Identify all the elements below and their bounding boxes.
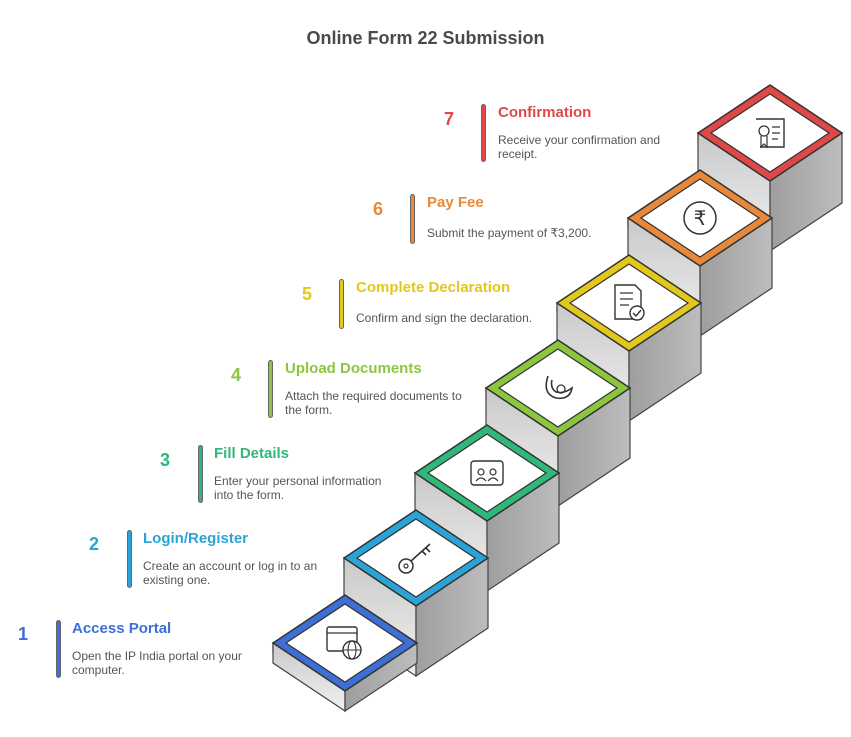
step-description: Receive your confirmation and receipt. bbox=[498, 133, 661, 161]
step-top-1 bbox=[271, 594, 419, 692]
step-accent-bar bbox=[198, 445, 203, 503]
step-description: Submit the payment of ₹3,200. bbox=[427, 226, 592, 240]
step-title: Complete Declaration bbox=[356, 279, 511, 296]
step-description: Confirm and sign the declaration. bbox=[356, 311, 533, 325]
step-number: 1 bbox=[17, 624, 28, 644]
step-title: Fill Details bbox=[214, 445, 290, 462]
step-accent-bar bbox=[56, 620, 61, 678]
rupee-icon: ₹ bbox=[683, 201, 717, 235]
step-number: 6 bbox=[372, 199, 383, 219]
step-top-7 bbox=[696, 84, 844, 182]
stair-tops bbox=[271, 84, 844, 692]
step-title: Confirmation bbox=[498, 104, 592, 121]
step-title: Pay Fee bbox=[427, 194, 484, 211]
step-top-3 bbox=[413, 424, 561, 522]
step-number: 2 bbox=[88, 534, 99, 554]
key-icon bbox=[398, 543, 431, 574]
step-description: Open the IP India portal on your compute… bbox=[72, 649, 242, 677]
stair-icons: ₹ bbox=[326, 118, 785, 660]
step-description: Attach the required documents to the for… bbox=[285, 389, 462, 417]
browser-globe-icon bbox=[326, 626, 362, 660]
step-number: 7 bbox=[443, 109, 454, 129]
attachment-icon bbox=[545, 375, 574, 400]
step-accent-bar bbox=[339, 279, 344, 329]
svg-text:₹: ₹ bbox=[694, 206, 707, 230]
step-top-4 bbox=[484, 339, 632, 437]
step-accent-bar bbox=[481, 104, 486, 162]
step-title: Login/Register bbox=[143, 530, 249, 547]
page-title: Online Form 22 Submission bbox=[306, 28, 545, 48]
step-number: 4 bbox=[230, 365, 241, 385]
step-description: Create an account or log in to an existi… bbox=[143, 559, 318, 587]
step-number: 5 bbox=[301, 284, 312, 304]
step-description: Enter your personal information into the… bbox=[214, 474, 382, 502]
certificate-icon bbox=[756, 118, 785, 149]
step-title: Upload Documents bbox=[285, 360, 422, 377]
step-accent-bar bbox=[127, 530, 132, 588]
user-info-icon bbox=[470, 460, 504, 486]
step-title: Access Portal bbox=[72, 620, 172, 637]
step-top-5 bbox=[555, 254, 703, 352]
document-check-icon bbox=[614, 284, 645, 321]
step-number: 3 bbox=[159, 450, 170, 470]
step-accent-bar bbox=[268, 360, 273, 418]
step-top-6 bbox=[626, 169, 774, 267]
step-top-2 bbox=[342, 509, 490, 607]
step-accent-bar bbox=[410, 194, 415, 244]
